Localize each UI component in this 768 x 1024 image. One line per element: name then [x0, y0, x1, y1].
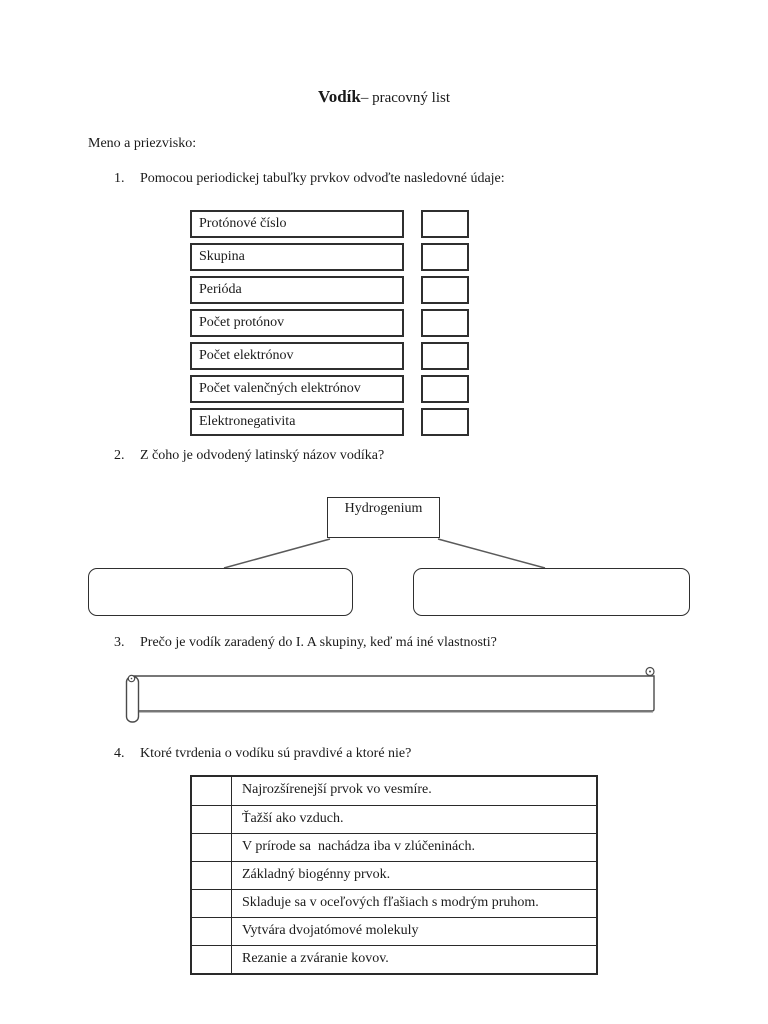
statement-row: Rezanie a zváranie kovov. — [192, 945, 596, 973]
statement-text-3: V prírode sa nachádza iba v zlúčeninách. — [242, 839, 475, 854]
scroll-answer-area[interactable] — [118, 660, 678, 730]
statement-checkbox-cell-5[interactable] — [192, 890, 232, 917]
answer-box-protons-count[interactable] — [421, 309, 469, 337]
title-element-name: Vodík — [317, 87, 361, 106]
statement-text-7: Rezanie a zváranie kovov. — [242, 951, 389, 966]
statement-text-2: Ťažší ako vzduch. — [242, 811, 344, 826]
statement-checkbox-cell-2[interactable] — [192, 806, 232, 833]
scroll-left-roll — [125, 675, 140, 723]
question-2-number: 2. — [114, 448, 125, 463]
property-label-period: Perióda — [190, 276, 404, 304]
question-4: 4. Ktoré tvrdenia o vodíku sú pravdivé a … — [114, 746, 411, 762]
statement-text-6: Vytvára dvojatómové molekuly — [242, 923, 419, 938]
statements-table: Najrozšírenejší prvok vo vesmíre. Ťažší … — [190, 775, 598, 975]
statement-row: Skladuje sa v oceľových fľašiach s modrý… — [192, 889, 596, 917]
statement-checkbox-cell-3[interactable] — [192, 834, 232, 861]
property-label-proton-number: Protónové číslo — [190, 210, 404, 238]
question-1: 1. Pomocou periodickej tabuľky prvkov odv… — [114, 171, 505, 187]
statement-row: Ťažší ako vzduch. — [192, 805, 596, 833]
question-3: 3. Prečo je vodík zaradený do I. A skupin… — [114, 635, 497, 651]
name-field-label: Meno a priezvisko: — [88, 136, 197, 151]
statement-text-1: Najrozšírenejší prvok vo vesmíre. — [242, 782, 432, 797]
question-2-text: Z čoho je odvodený latinský názov vodíka… — [140, 448, 385, 463]
statement-row: Vytvára dvojatómové molekuly — [192, 917, 596, 945]
property-label-group: Skupina — [190, 243, 404, 271]
hydrogenium-box: Hydrogenium — [327, 497, 440, 538]
statement-text-5: Skladuje sa v oceľových fľašiach s modrý… — [242, 895, 539, 910]
question-3-text: Prečo je vodík zaradený do I. A skupiny,… — [140, 635, 497, 650]
question-2: 2. Z čoho je odvodený latinský názov vodí… — [114, 448, 384, 464]
property-label-electronegativity: Elektronegativita — [190, 408, 404, 436]
connector-line-left — [223, 538, 331, 569]
page-title: Vodík– pracovný list — [0, 87, 768, 107]
scroll-body — [133, 675, 655, 712]
statement-checkbox-cell-4[interactable] — [192, 862, 232, 889]
answer-branch-left[interactable] — [88, 568, 353, 616]
property-label-valence-electrons: Počet valenčných elektrónov — [190, 375, 404, 403]
answer-box-period[interactable] — [421, 276, 469, 304]
property-label-protons-count: Počet protónov — [190, 309, 404, 337]
title-suffix: – pracovný list — [360, 90, 450, 106]
question-3-number: 3. — [114, 635, 125, 650]
answer-branch-right[interactable] — [413, 568, 690, 616]
question-1-number: 1. — [114, 171, 125, 186]
answer-box-electronegativity[interactable] — [421, 408, 469, 436]
answer-box-group[interactable] — [421, 243, 469, 271]
question-4-number: 4. — [114, 746, 125, 761]
connector-line-right — [437, 538, 546, 569]
question-1-text: Pomocou periodickej tabuľky prvkov odvoď… — [140, 171, 505, 186]
statement-checkbox-cell-7[interactable] — [192, 946, 232, 973]
statement-text-4: Základný biogénny prvok. — [242, 867, 391, 882]
answer-box-electrons-count[interactable] — [421, 342, 469, 370]
statement-checkbox-cell-6[interactable] — [192, 918, 232, 945]
scroll-left-curl-dot — [130, 677, 133, 680]
property-label-electrons-count: Počet elektrónov — [190, 342, 404, 370]
answer-box-proton-number[interactable] — [421, 210, 469, 238]
statement-row: Najrozšírenejší prvok vo vesmíre. — [192, 777, 596, 805]
question-4-text: Ktoré tvrdenia o vodíku sú pravdivé a kt… — [140, 746, 412, 761]
statement-row: Základný biogénny prvok. — [192, 861, 596, 889]
statement-checkbox-cell-1[interactable] — [192, 777, 232, 805]
scroll-right-curl-dot — [649, 670, 651, 673]
statement-row: V prírode sa nachádza iba v zlúčeninách. — [192, 833, 596, 861]
answer-box-valence-electrons[interactable] — [421, 375, 469, 403]
